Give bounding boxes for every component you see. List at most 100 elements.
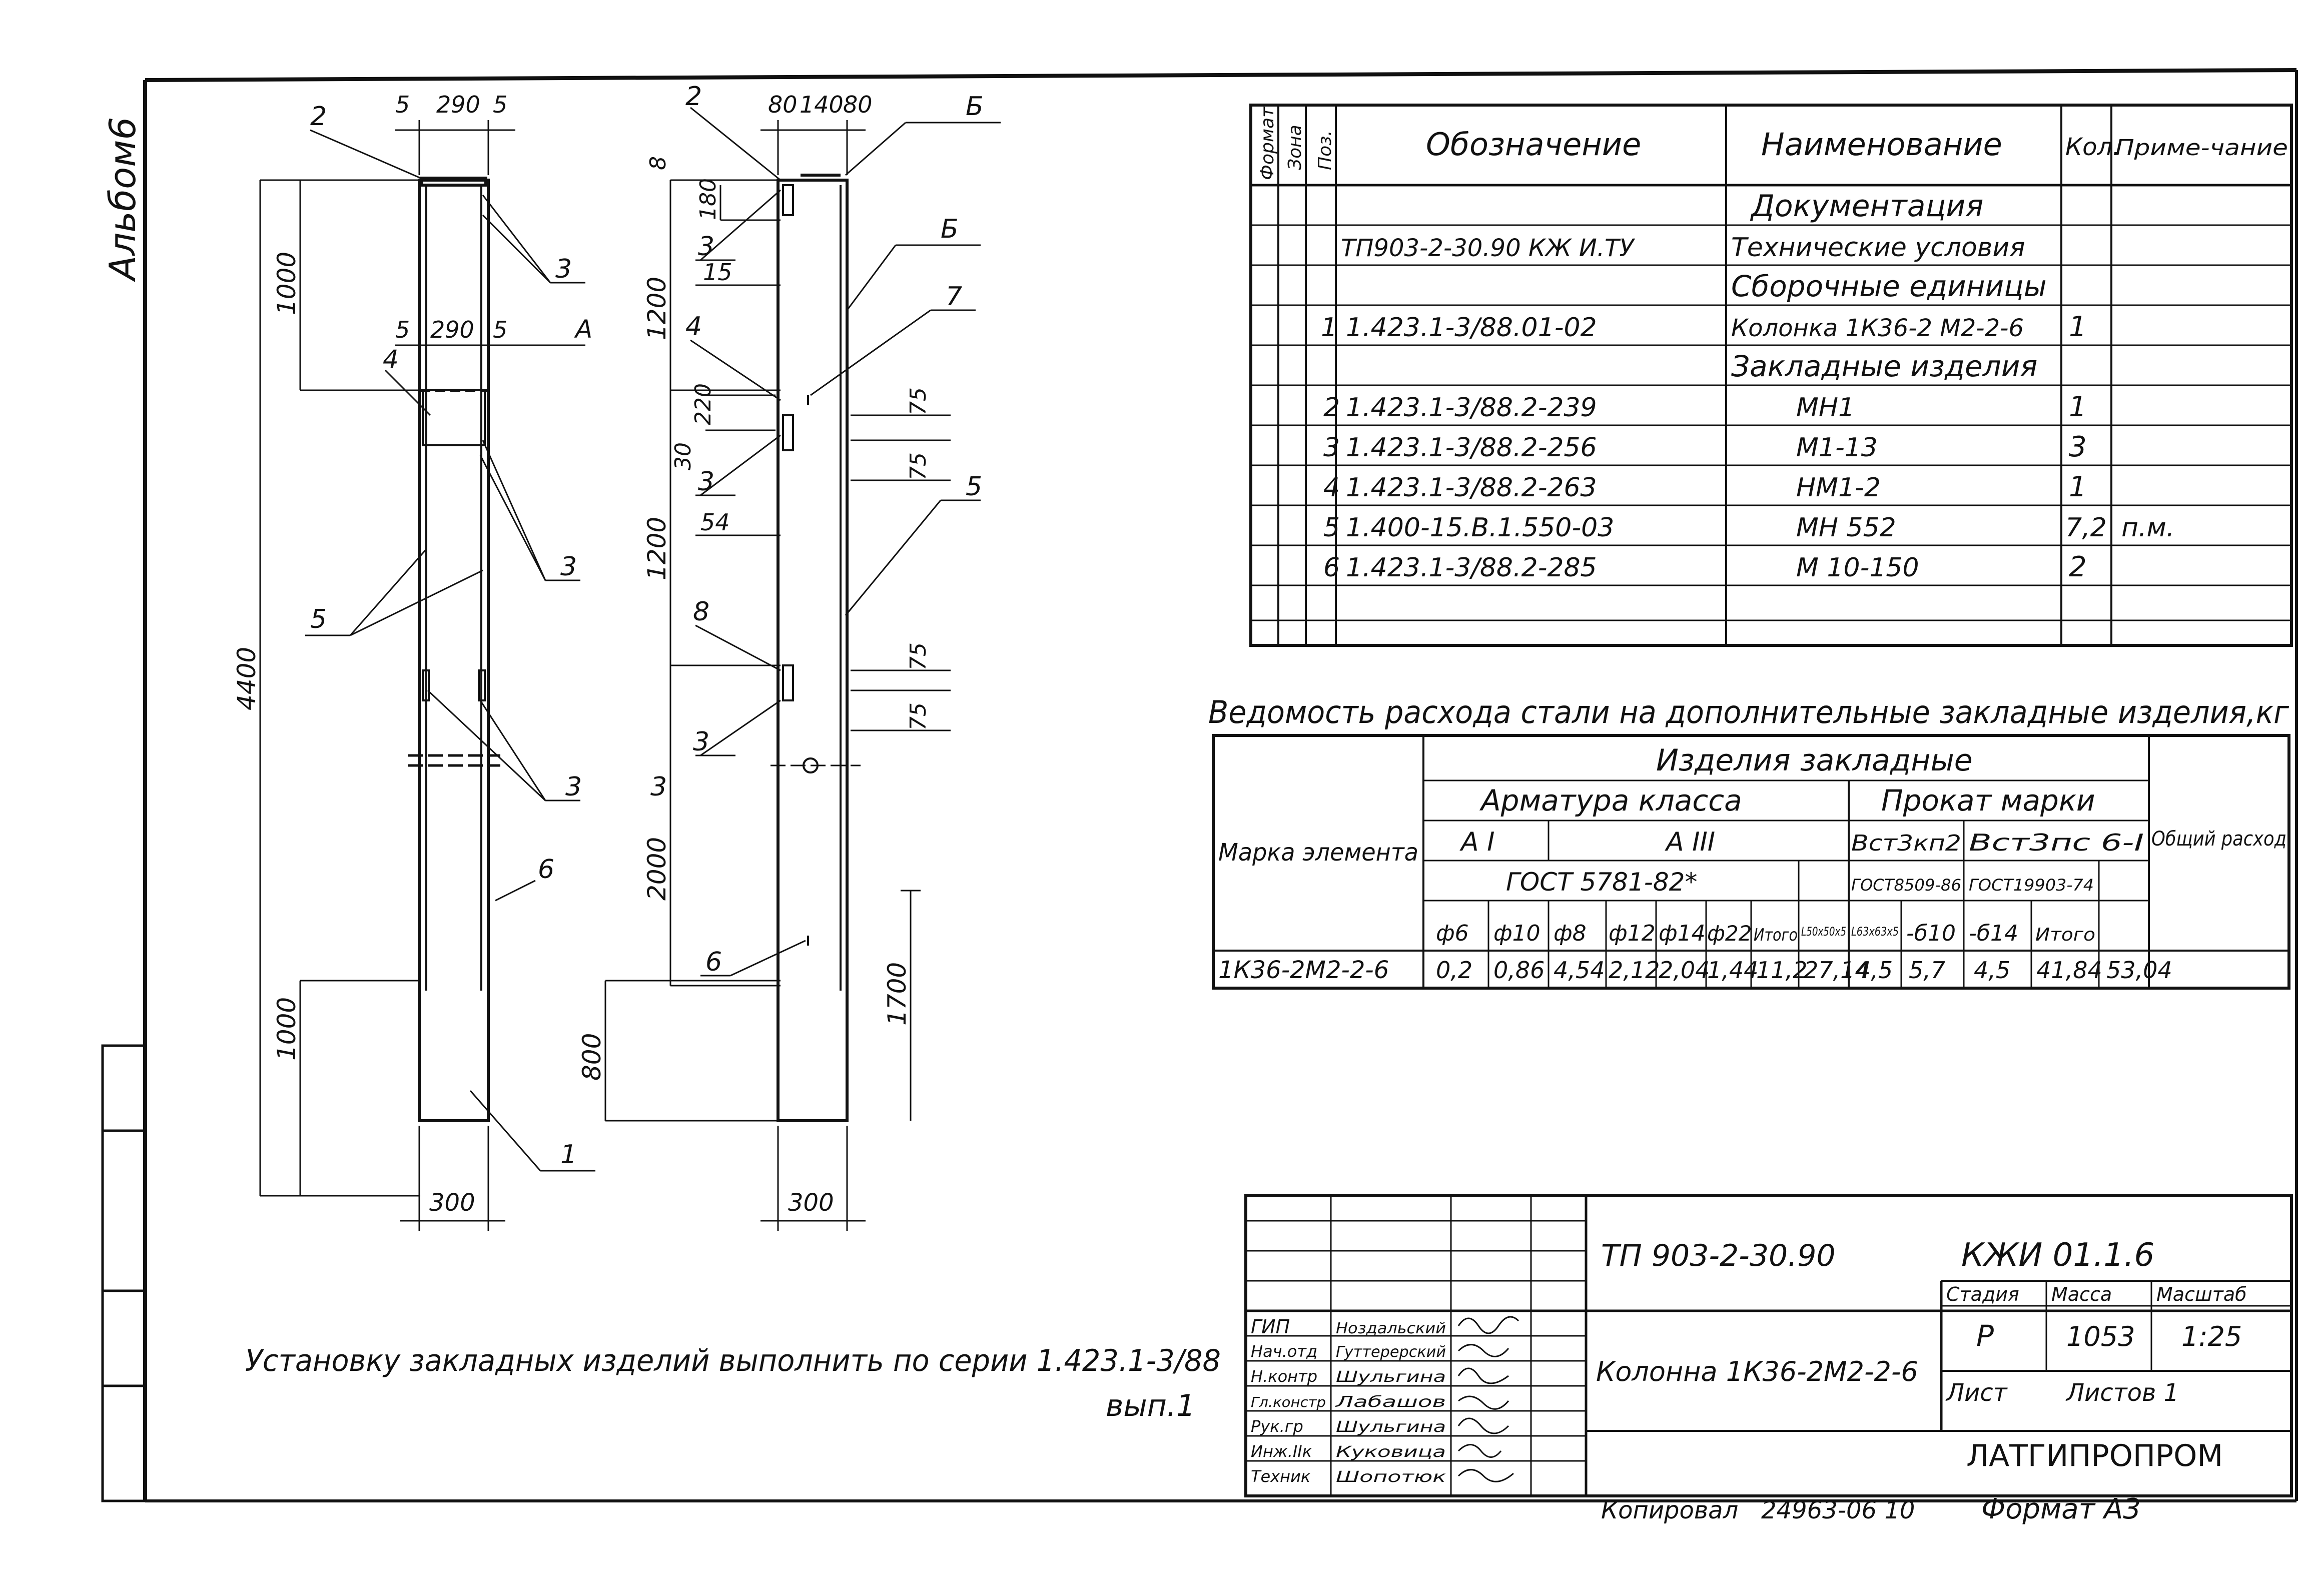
svg-text:Обозначение: Обозначение xyxy=(1426,126,1641,163)
svg-text:3: 3 xyxy=(565,772,582,802)
svg-text:75: 75 xyxy=(906,452,931,480)
svg-text:Наименование: Наименование xyxy=(1761,126,2002,163)
svg-text:Кол.: Кол. xyxy=(2065,133,2120,161)
svg-text:ф22: ф22 xyxy=(1707,921,1752,946)
svg-text:Шопотюк: Шопотюк xyxy=(1336,1468,1446,1486)
svg-text:6: 6 xyxy=(1323,553,1340,583)
svg-text:1.423.1-3/88.2-285: 1.423.1-3/88.2-285 xyxy=(1346,553,1597,583)
svg-text:Сборочные единицы: Сборочные единицы xyxy=(1731,269,2047,303)
specification-table: Формат Зона Поз. Обозначение Наименовани… xyxy=(1249,104,2293,647)
svg-text:Б: Б xyxy=(966,92,984,122)
svg-text:3: 3 xyxy=(560,552,577,582)
svg-text:3: 3 xyxy=(2069,431,2087,463)
svg-text:Н.контр: Н.контр xyxy=(1251,1367,1317,1386)
svg-text:Вст3пс 6-I: Вст3пс 6-I xyxy=(1969,829,2144,856)
svg-text:1200: 1200 xyxy=(642,277,671,340)
svg-text:75: 75 xyxy=(906,702,931,730)
svg-text:п.м.: п.м. xyxy=(2121,513,2174,543)
svg-text:Ноздальский: Ноздальский xyxy=(1336,1320,1446,1337)
svg-text:1000: 1000 xyxy=(272,252,301,315)
column-side-outline xyxy=(777,179,849,1122)
svg-text:М 10-150: М 10-150 xyxy=(1796,553,1919,583)
svg-text:1К36-2М2-2-6: 1К36-2М2-2-6 xyxy=(1218,956,1389,984)
steel-title: Ведомость расхода стали на дополнительны… xyxy=(1208,694,2289,730)
svg-text:Арматура класса: Арматура класса xyxy=(1479,783,1742,818)
svg-text:1.400-15.В.1.550-03: 1.400-15.В.1.550-03 xyxy=(1346,513,1614,543)
svg-text:Формат: Формат xyxy=(1257,107,1278,180)
svg-text:Масштаб: Масштаб xyxy=(2156,1283,2247,1305)
svg-text:41,84: 41,84 xyxy=(2036,957,2102,984)
title-block: ТП 903-2-30.90 КЖИ 01.1.6 Колонна 1К36-2… xyxy=(1244,1194,2293,1497)
copied-label: Копировал xyxy=(1601,1496,1738,1524)
dim-top-mid: 290 xyxy=(436,91,480,118)
svg-text:1.423.1-3/88.2-263: 1.423.1-3/88.2-263 xyxy=(1346,473,1597,503)
svg-text:1,44: 1,44 xyxy=(1707,957,1758,984)
svg-text:ГОСТ 5781-82*: ГОСТ 5781-82* xyxy=(1506,868,1697,897)
svg-text:Рук.гр: Рук.гр xyxy=(1251,1417,1303,1436)
svg-text:4,5: 4,5 xyxy=(1974,957,2010,984)
svg-text:А III: А III xyxy=(1665,827,1715,857)
svg-text:53,04: 53,04 xyxy=(2106,957,2172,984)
svg-text:4: 4 xyxy=(1323,473,1340,503)
svg-text:ф14: ф14 xyxy=(1659,921,1706,946)
svg-text:Техник: Техник xyxy=(1251,1467,1311,1486)
svg-text:75: 75 xyxy=(906,642,931,670)
svg-text:7,2: 7,2 xyxy=(2065,513,2107,543)
svg-text:-б14: -б14 xyxy=(1969,921,2018,946)
svg-text:Вст3кп2: Вст3кп2 xyxy=(1851,831,1961,856)
svg-text:Технические условия: Технические условия xyxy=(1731,233,2025,263)
svg-text:Шульгина: Шульгина xyxy=(1336,1418,1446,1436)
svg-text:8: 8 xyxy=(693,597,709,627)
svg-text:6: 6 xyxy=(538,855,554,885)
svg-text:Прокат марки: Прокат марки xyxy=(1881,783,2095,818)
signatures xyxy=(1457,1316,1519,1482)
svg-text:4: 4 xyxy=(383,345,399,374)
sheet-frame xyxy=(101,68,2298,1502)
svg-text:5: 5 xyxy=(493,316,507,343)
svg-text:11,2: 11,2 xyxy=(1756,957,1807,984)
svg-text:Куковица: Куковица xyxy=(1336,1443,1446,1461)
svg-text:Листов 1: Листов 1 xyxy=(2065,1379,2179,1407)
svg-text:Зона: Зона xyxy=(1285,125,1305,170)
column-side-view: 80 140 80 8 180 1200 1200 2000 800 1700 … xyxy=(577,82,1001,1231)
svg-text:ГОСТ8509-86: ГОСТ8509-86 xyxy=(1851,876,1961,895)
svg-text:КЖИ 01.1.6: КЖИ 01.1.6 xyxy=(1961,1237,2154,1274)
svg-text:ЛАТГИПРОПРОМ: ЛАТГИПРОПРОМ xyxy=(1966,1438,2223,1473)
svg-text:2: 2 xyxy=(2069,551,2087,583)
svg-text:1.423.1-3/88.2-239: 1.423.1-3/88.2-239 xyxy=(1346,393,1597,423)
svg-text:54: 54 xyxy=(700,509,730,536)
dim-top-left: 5 xyxy=(395,91,410,118)
dim-top-right: 5 xyxy=(493,91,507,118)
installation-note: Установку закладных изделий выполнить по… xyxy=(245,1343,1221,1423)
svg-text:1000: 1000 xyxy=(272,997,301,1061)
svg-text:5: 5 xyxy=(395,316,410,343)
svg-text:1: 1 xyxy=(2069,391,2087,423)
svg-text:3: 3 xyxy=(555,254,572,284)
svg-text:А I: А I xyxy=(1459,827,1494,857)
svg-text:М1-13: М1-13 xyxy=(1796,433,1878,463)
svg-text:A: A xyxy=(574,315,592,344)
svg-text:вып.1: вып.1 xyxy=(1106,1388,1195,1423)
svg-text:2,12: 2,12 xyxy=(1609,957,1660,984)
svg-text:Стадия: Стадия xyxy=(1946,1283,2019,1305)
svg-text:15: 15 xyxy=(703,259,732,286)
svg-text:1: 1 xyxy=(1321,313,1337,343)
svg-text:Лабашов: Лабашов xyxy=(1335,1393,1446,1411)
album-label: Альбом6 xyxy=(102,117,144,282)
svg-text:Приме-чание: Приме-чание xyxy=(2115,135,2288,161)
svg-text:Итого: Итого xyxy=(2035,925,2095,945)
svg-text:Инж.IIк: Инж.IIк xyxy=(1251,1442,1312,1461)
svg-text:75: 75 xyxy=(906,387,931,415)
svg-text:3: 3 xyxy=(650,772,667,802)
column-front-view: 5 290 5 5 290 5 1000 4400 1000 300 2 3 A… xyxy=(232,91,667,1231)
svg-text:30: 30 xyxy=(670,442,696,470)
svg-text:1700: 1700 xyxy=(883,962,912,1026)
svg-text:Колонка 1К36-2 М2-2-6: Колонка 1К36-2 М2-2-6 xyxy=(1731,314,2024,342)
svg-text:4400: 4400 xyxy=(232,647,261,710)
svg-text:ф6: ф6 xyxy=(1436,921,1469,946)
svg-text:5,7: 5,7 xyxy=(1909,957,1945,984)
svg-text:Общий расход: Общий расход xyxy=(2151,828,2286,851)
svg-text:Гл.констр: Гл.констр xyxy=(1251,1394,1326,1410)
svg-text:220: 220 xyxy=(690,383,716,425)
